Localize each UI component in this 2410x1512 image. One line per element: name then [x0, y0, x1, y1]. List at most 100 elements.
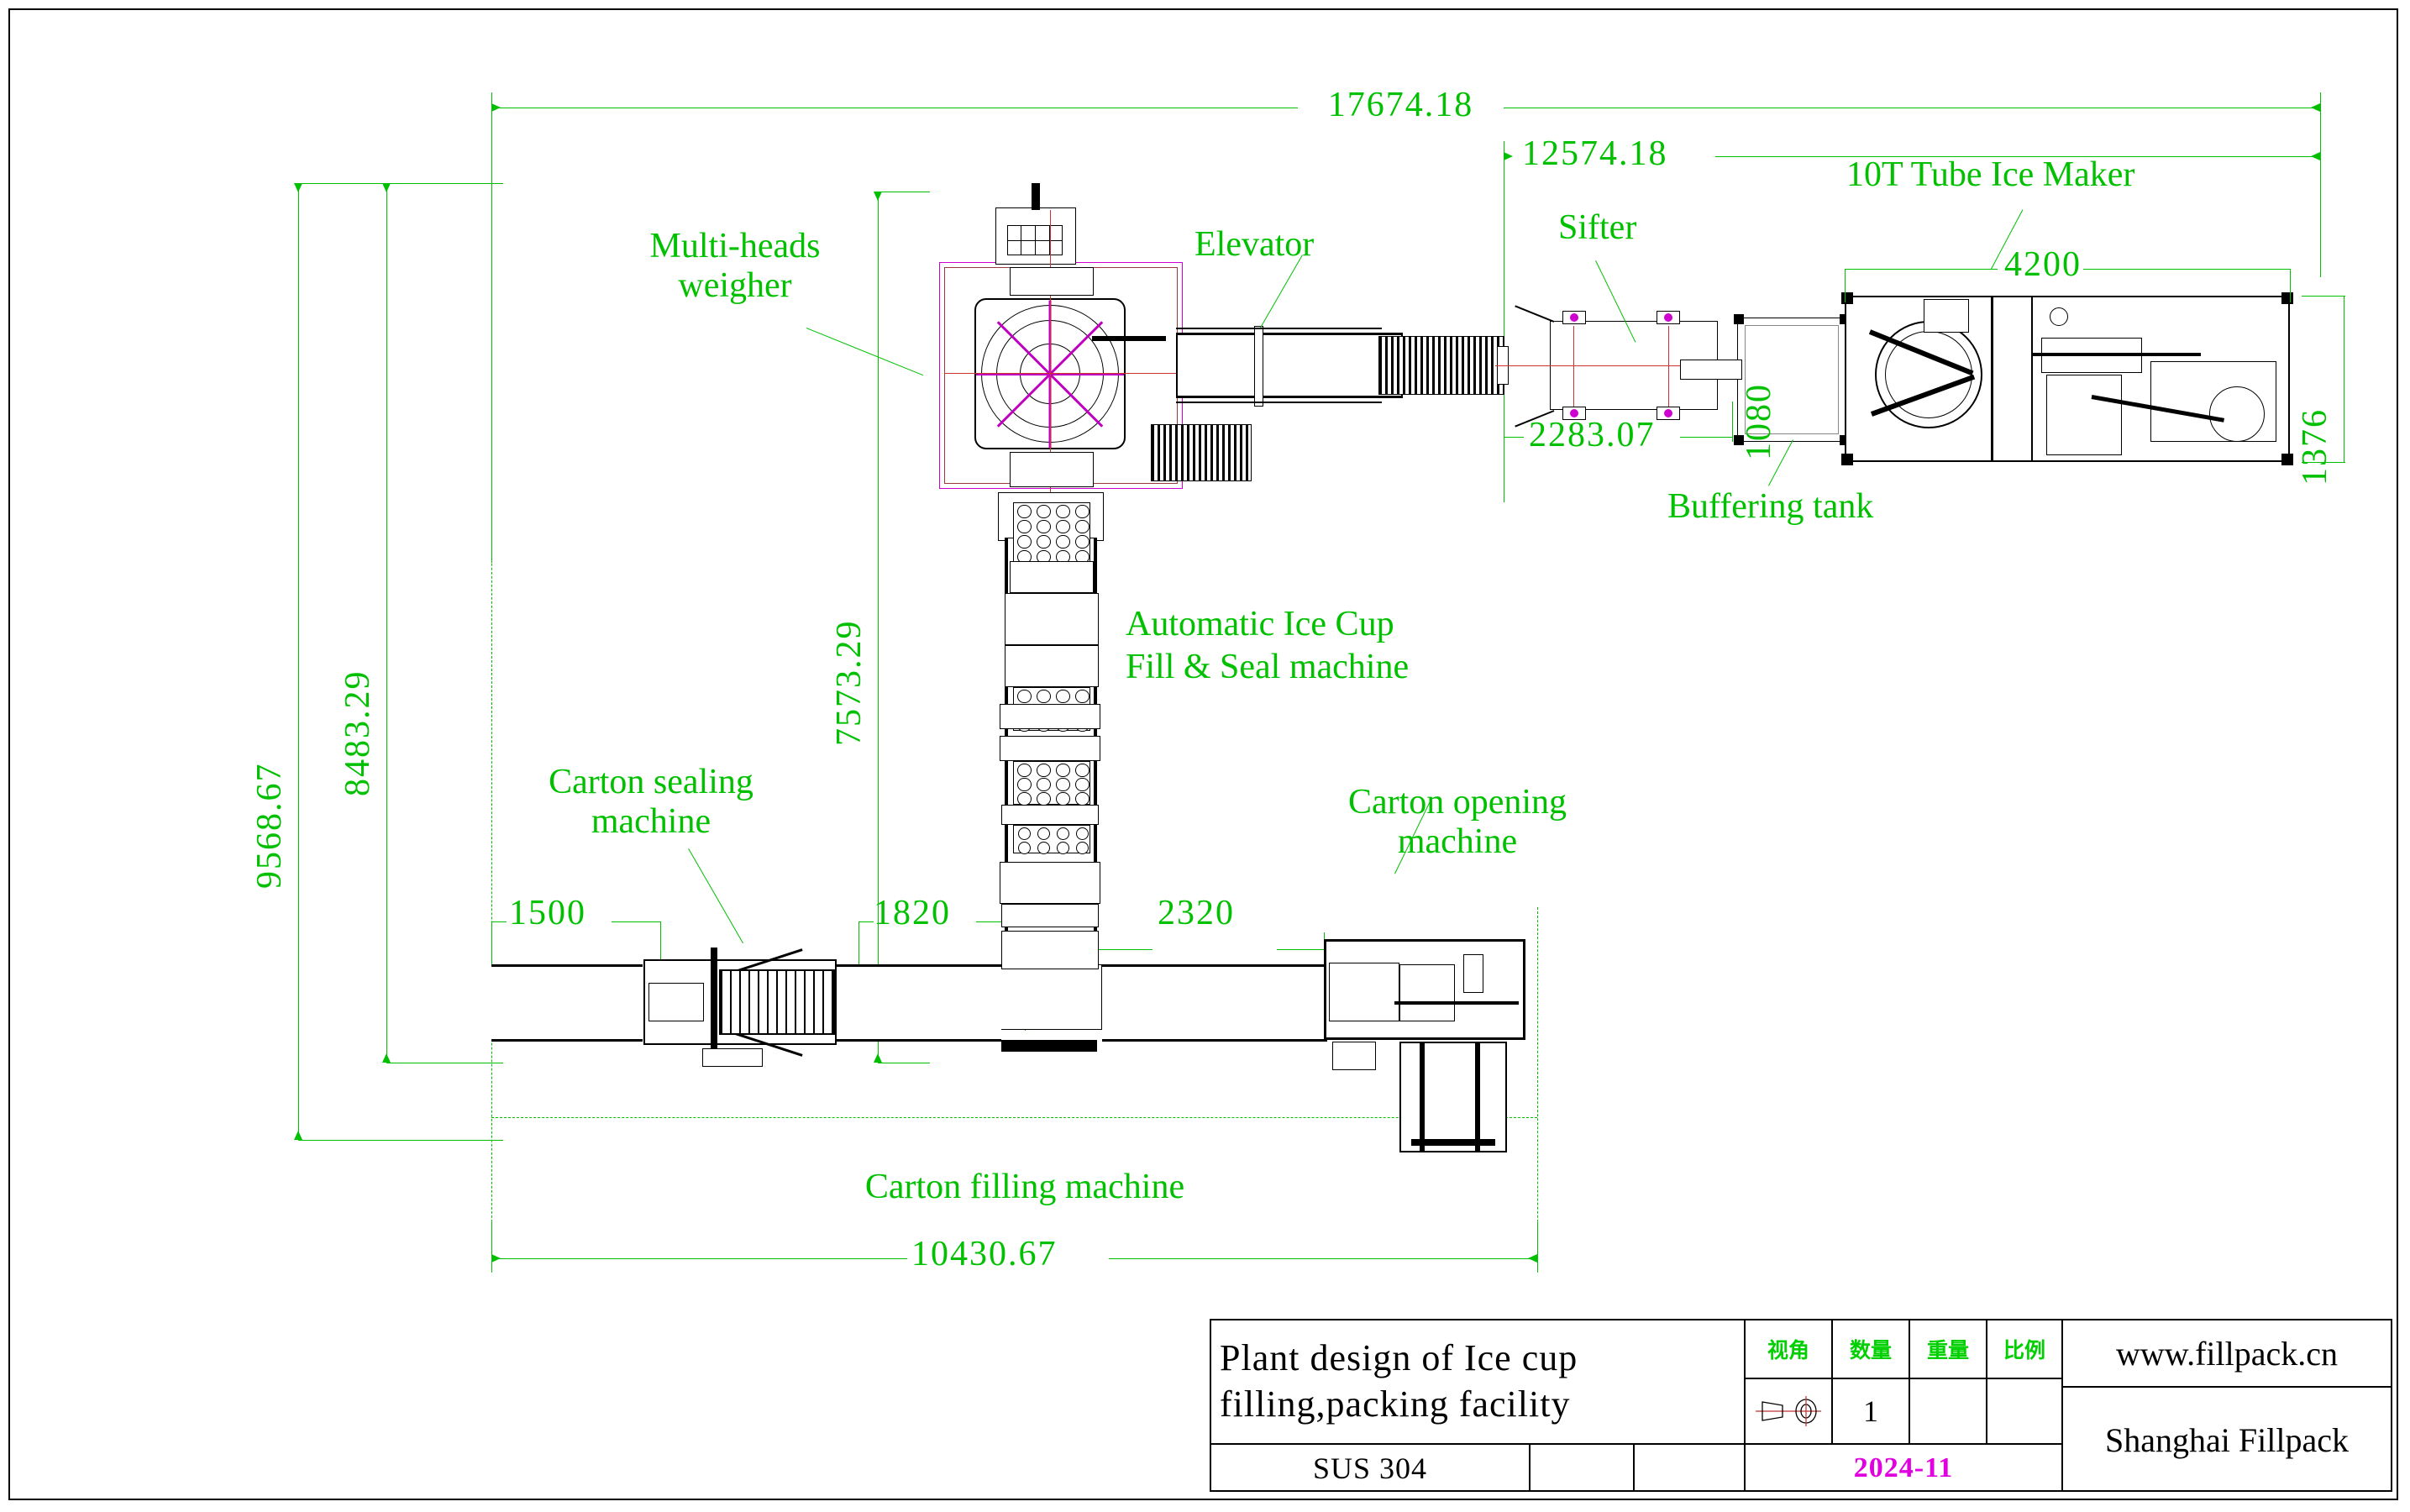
callout-tube-ice-maker: 10T Tube Ice Maker — [1846, 155, 2135, 194]
ice-maker-motor — [1924, 299, 1969, 333]
ice-maker-pipe-1 — [2033, 353, 2201, 356]
elevator-rail-bot — [1176, 396, 1403, 398]
fillseal-film-cabinet — [1000, 862, 1100, 904]
sealing-side-panel — [648, 983, 704, 1021]
sifter-centerline-v2 — [1668, 326, 1669, 407]
header-quantity: 数量 — [1833, 1320, 1910, 1379]
date-value: 2024-11 — [1853, 1452, 1954, 1483]
dim-buffering-tank: 1080 — [1740, 383, 1778, 460]
dim-line-1500-l — [491, 921, 507, 922]
arrow-10430-left — [491, 1254, 501, 1263]
tank-corner-nw — [1734, 314, 1744, 324]
callout-carton-filling: Carton filling machine — [864, 1168, 1185, 1206]
title-line-2: filling,packing facility — [1220, 1383, 1571, 1425]
fillseal-station-3 — [1005, 645, 1099, 687]
dim-sifter-length: 2283.07 — [1529, 416, 1656, 454]
fillseal-outfeed — [1001, 904, 1099, 927]
dim-overall-bottom: 10430.67 — [911, 1235, 1058, 1273]
header-scale-label: 比例 — [2003, 1338, 2045, 1362]
arrow-17674-left — [491, 103, 501, 112]
arrow-10430-right — [1528, 1254, 1537, 1263]
buffering-tank-screw — [1680, 360, 1742, 380]
dim-line-1820-l — [858, 921, 874, 922]
opening-transfer — [1399, 964, 1455, 1021]
fillseal-rail-left — [1005, 538, 1008, 932]
ext-2283-right — [1732, 402, 1733, 442]
dim-line-2283-l — [1504, 437, 1524, 438]
footprint-right — [1537, 907, 1538, 1260]
fillseal-cup-grid-4 — [1013, 825, 1090, 855]
conveyor-mid-right-rail — [1102, 964, 1327, 1042]
conveyor-mid-left-rail — [837, 964, 1001, 1042]
ice-maker-corner-nw — [1841, 292, 1853, 304]
ext-4200-right — [2290, 269, 2291, 302]
arrow-9568-bot — [294, 1131, 302, 1140]
sealing-gantry-v — [711, 948, 717, 1060]
ext-1376-top — [2302, 296, 2345, 297]
dim-line-2320-r — [1277, 949, 1324, 950]
sifter-bolt-ne — [1664, 313, 1672, 322]
dim-line-4200-r — [2083, 269, 2290, 270]
ice-maker-partition-2 — [2031, 296, 2033, 462]
fillseal-cup-grid-3 — [1013, 761, 1090, 806]
elevator-cleated-section — [1378, 336, 1504, 395]
dim-line-1500-r — [612, 921, 660, 922]
weigher-spoke-0 — [1050, 373, 1124, 375]
material-cell: SUS 304 — [1211, 1445, 1531, 1492]
first-angle-projection-icon — [1756, 1396, 1821, 1426]
fillseal-base-frame — [996, 964, 1102, 1030]
elevator-roller-1 — [1254, 326, 1263, 407]
value-view-angle — [1746, 1379, 1833, 1445]
dim-line-4200-l — [1845, 269, 1998, 270]
title-block: Plant design of Ice cup filling,packing … — [1210, 1319, 2392, 1492]
weigher-centerline-h — [944, 373, 1178, 374]
value-quantity-text: 1 — [1863, 1394, 1878, 1428]
ext-1376-bot — [2302, 462, 2345, 463]
footprint-left — [491, 101, 492, 1260]
fillseal-station-2 — [1005, 593, 1099, 645]
title-cell: Plant design of Ice cup filling,packing … — [1211, 1320, 1746, 1445]
blank-cell-1 — [1531, 1445, 1635, 1492]
weigher-mast — [1032, 183, 1040, 210]
date-cell: 2024-11 — [1746, 1445, 2063, 1492]
callout-sifter: Sifter — [1558, 208, 1637, 247]
company-cell: Shanghai Fillpack — [2063, 1388, 2391, 1492]
header-quantity-label: 数量 — [1849, 1338, 1892, 1362]
ext-4200-left — [1845, 269, 1846, 302]
arrow-9568-top — [294, 183, 302, 192]
fillseal-sealing-head-2 — [1000, 736, 1100, 761]
header-scale: 比例 — [1987, 1320, 2063, 1379]
dim-line-7573 — [878, 192, 879, 1063]
material-value: SUS 304 — [1312, 1452, 1428, 1485]
sifter-bolt-se — [1664, 409, 1672, 417]
weigher-key-col2 — [1035, 225, 1036, 255]
ext-10430-right — [1537, 1222, 1538, 1273]
ice-maker-corner-sw — [1841, 454, 1853, 465]
ice-maker-valve-wheel — [2050, 307, 2068, 326]
value-weight — [1910, 1379, 1987, 1445]
opening-suction-arm — [1463, 954, 1483, 993]
dim-line-8483 — [386, 183, 387, 1063]
ext-10430-left — [491, 1222, 492, 1273]
carton-magazine-stack — [1399, 1042, 1507, 1152]
carton-filling-head — [1001, 931, 1099, 969]
callout-elevator: Elevator — [1194, 225, 1315, 264]
opening-shaft — [1394, 1001, 1519, 1005]
title-line-1: Plant design of Ice cup — [1220, 1337, 1578, 1379]
tank-corner-sw — [1734, 435, 1744, 445]
buffering-tank-inner — [1745, 325, 1839, 434]
ext-line-right-12574 — [2320, 141, 2321, 192]
dim-line-10430-r — [1109, 1258, 1537, 1259]
header-view-angle: 视角 — [1746, 1320, 1833, 1379]
ice-maker-corner-se — [2281, 454, 2293, 465]
sifter-bolt-sw — [1570, 409, 1578, 417]
blank-cell-2 — [1635, 1445, 1746, 1492]
fillseal-cup-grid-1 — [1013, 502, 1090, 564]
weigher-upper-feeder — [1010, 267, 1094, 296]
dim-line-1820-r — [976, 921, 1025, 922]
ext-9568-bot — [298, 1140, 503, 1141]
